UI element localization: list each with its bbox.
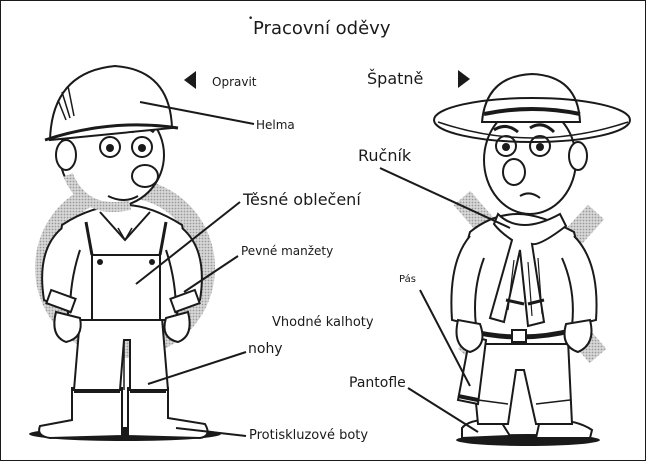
label-helmet: Helma [256,119,295,131]
label-correct: Opravit [212,76,257,88]
label-cuffs: Pevné manžety [241,245,333,257]
label-pants: Vhodné kalhoty [272,316,374,329]
label-tight-clothing: Těsné oblečení [243,192,361,208]
page-title: Pracovní oděvy [253,20,390,38]
label-legs: nohy [248,342,283,356]
label-wrong: Špatně [367,71,423,87]
wrong-worker-figure [434,74,630,446]
triangle-right-icon [458,70,470,88]
label-boots: Protiskluzové boty [249,429,368,442]
correct-worker-figure [29,66,221,441]
triangle-left-icon [184,71,196,89]
label-belt: Pás [399,275,416,285]
label-towel: Ručník [358,148,411,164]
label-slippers: Pantofle [349,376,406,390]
